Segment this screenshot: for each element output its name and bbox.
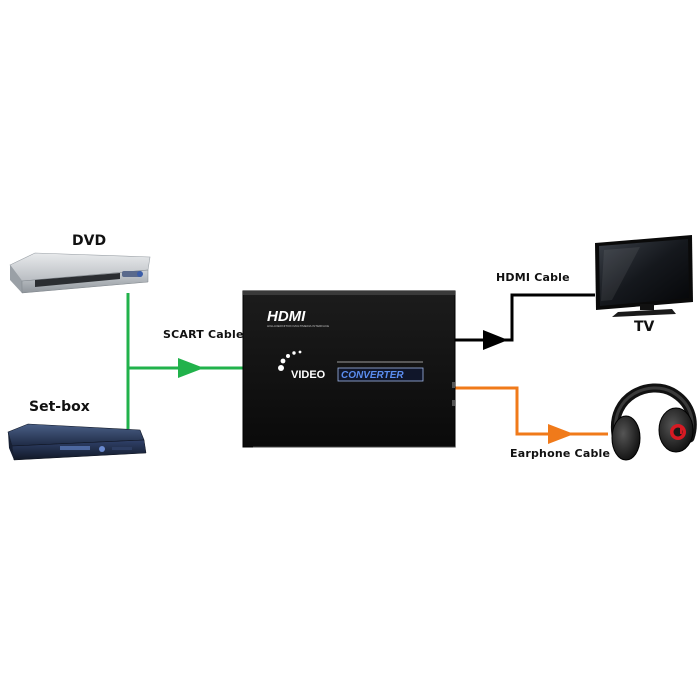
headphones-icon — [610, 383, 697, 461]
set-top-box — [7, 423, 147, 461]
scart-cable-label: SCART Cable — [163, 328, 244, 341]
scart-cable — [126, 293, 243, 429]
setbox-label: Set-box — [29, 399, 90, 415]
earphone-arrow — [548, 424, 574, 444]
converter-brand-text: HDMI — [267, 308, 306, 325]
converter-brand-subtext: HIGH-DEFINITION MULTIMEDIA INTERFACE — [267, 324, 329, 328]
video-converter-box: HDMI HIGH-DEFINITION MULTIMEDIA INTERFAC… — [242, 290, 456, 448]
hdmi-arrow — [483, 330, 508, 350]
hdmi-cable — [455, 293, 595, 350]
dvd-player — [9, 252, 151, 294]
tv-label: TV — [634, 319, 655, 335]
earphone-cable — [455, 386, 608, 444]
scart-arrow — [178, 358, 204, 378]
tv-device — [595, 235, 693, 317]
converter-title-right: CONVERTER — [341, 370, 404, 381]
dvd-label: DVD — [72, 233, 107, 249]
earphone-cable-line — [455, 386, 608, 436]
converter-logo-icon — [278, 350, 302, 371]
hdmi-cable-label: HDMI Cable — [496, 271, 570, 284]
hdmi-cable-line — [455, 293, 595, 342]
earphone-cable-label: Earphone Cable — [510, 447, 611, 460]
converter-title-left: VIDEO — [291, 369, 326, 381]
